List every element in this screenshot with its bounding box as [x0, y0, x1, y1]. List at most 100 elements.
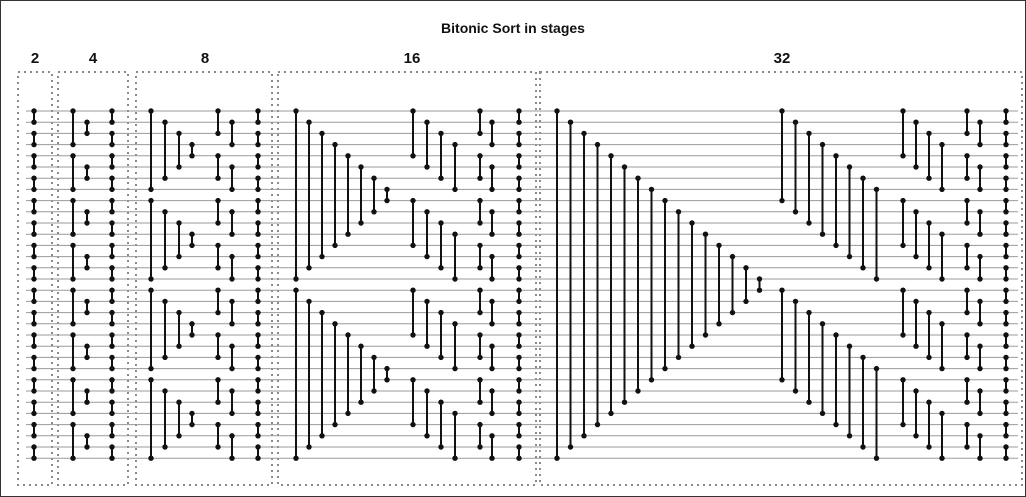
comparator-dot — [1003, 332, 1009, 338]
comparator-dot — [964, 332, 970, 338]
comparator-dot — [438, 265, 444, 271]
comparator-dot — [176, 399, 182, 405]
comparator-dot — [306, 265, 312, 271]
comparator-dot — [31, 444, 37, 450]
comparator-dot — [255, 410, 261, 417]
comparator-dot — [516, 276, 522, 282]
comparator-dot — [293, 108, 299, 114]
comparator-dot — [792, 388, 799, 394]
comparator-dot — [162, 388, 168, 394]
comparator-dot — [215, 153, 221, 159]
comparator-dot — [229, 276, 235, 282]
comparator-dot — [452, 410, 458, 417]
comparator-dot — [410, 332, 416, 338]
comparator-dot — [31, 309, 37, 316]
comparator-dot — [176, 433, 182, 439]
comparator-dot — [900, 153, 906, 159]
comparator-dot — [939, 276, 945, 282]
comparator-dot — [229, 433, 235, 439]
comparator-dot — [792, 209, 799, 215]
comparator-dot — [255, 455, 261, 461]
comparator-dot — [255, 141, 261, 148]
comparator-dot — [229, 388, 235, 394]
comparator-dot — [255, 186, 261, 193]
comparator-dot — [84, 130, 90, 137]
comparator-dot — [939, 455, 945, 461]
comparator-dot — [424, 433, 430, 439]
comparator-dot — [516, 153, 522, 159]
comparator-dot — [779, 377, 785, 383]
diagram-title: Bitonic Sort in stages — [441, 20, 585, 36]
comparator-dot — [516, 231, 522, 237]
comparator-dot — [109, 231, 115, 237]
comparator-dot — [477, 287, 483, 293]
comparator-dot — [489, 433, 495, 439]
comparator-dot — [229, 164, 235, 170]
comparator-dot — [1003, 209, 1009, 215]
comparator-dot — [410, 108, 416, 114]
comparator-dot — [215, 354, 221, 361]
comparator-dot — [84, 265, 90, 271]
comparator-dot — [109, 343, 115, 349]
comparator-dot — [1003, 433, 1009, 439]
comparator-dot — [84, 220, 90, 226]
comparator-dot — [384, 377, 390, 383]
comparator-dot — [489, 321, 495, 327]
comparator-dot — [964, 242, 970, 249]
comparator-dot — [873, 186, 880, 193]
comparator-dot — [84, 175, 90, 181]
comparator-dot — [148, 108, 154, 114]
comparator-dot — [516, 141, 522, 148]
comparator-dot — [84, 309, 90, 316]
comparator-dot — [229, 186, 235, 193]
comparator-dot — [621, 164, 628, 170]
comparator-dot — [716, 242, 722, 249]
comparator-dot — [516, 354, 522, 361]
comparator-dot — [516, 175, 522, 181]
comparator-dot — [1003, 231, 1009, 237]
comparator-dot — [806, 130, 812, 137]
comparator-dot — [319, 253, 325, 260]
comparator-dot — [84, 444, 90, 450]
stage-label-8: 8 — [200, 50, 210, 67]
comparator-dot — [819, 141, 826, 148]
comparator-dot — [109, 298, 115, 305]
comparator-dot — [1003, 175, 1009, 181]
comparator-dot — [1003, 186, 1009, 193]
comparator-dot — [900, 108, 906, 114]
comparator-dot — [70, 287, 76, 293]
comparator-dot — [70, 421, 76, 428]
comparator-dot — [608, 410, 614, 417]
comparator-dot — [215, 130, 221, 137]
comparator-dot — [477, 265, 483, 271]
comparator-dot — [900, 287, 906, 293]
comparator-dot — [70, 186, 76, 193]
comparator-dot — [516, 410, 522, 417]
comparator-dot — [477, 130, 483, 137]
comparator-dot — [215, 399, 221, 405]
comparator-dot — [477, 175, 483, 181]
comparator-dot — [255, 197, 261, 204]
comparator-dot — [109, 130, 115, 137]
comparator-dot — [255, 209, 261, 215]
comparator-dot — [255, 220, 261, 226]
comparator-dot — [215, 220, 221, 226]
comparator-dot — [31, 119, 37, 125]
comparator-dot — [964, 444, 970, 450]
comparator-dot — [109, 164, 115, 170]
comparator-dot — [31, 298, 37, 305]
comparator-dot — [977, 298, 983, 305]
comparator-dot — [109, 209, 115, 215]
comparator-dot — [31, 399, 37, 405]
comparator-dot — [31, 141, 37, 148]
comparator-dot — [162, 119, 168, 125]
comparator-dot — [176, 164, 182, 170]
comparator-dot — [319, 309, 325, 316]
comparator-dot — [964, 108, 970, 114]
comparator-dot — [964, 377, 970, 383]
comparator-dot — [410, 153, 416, 159]
comparator-dot — [516, 298, 522, 305]
comparator-dot — [109, 377, 115, 383]
